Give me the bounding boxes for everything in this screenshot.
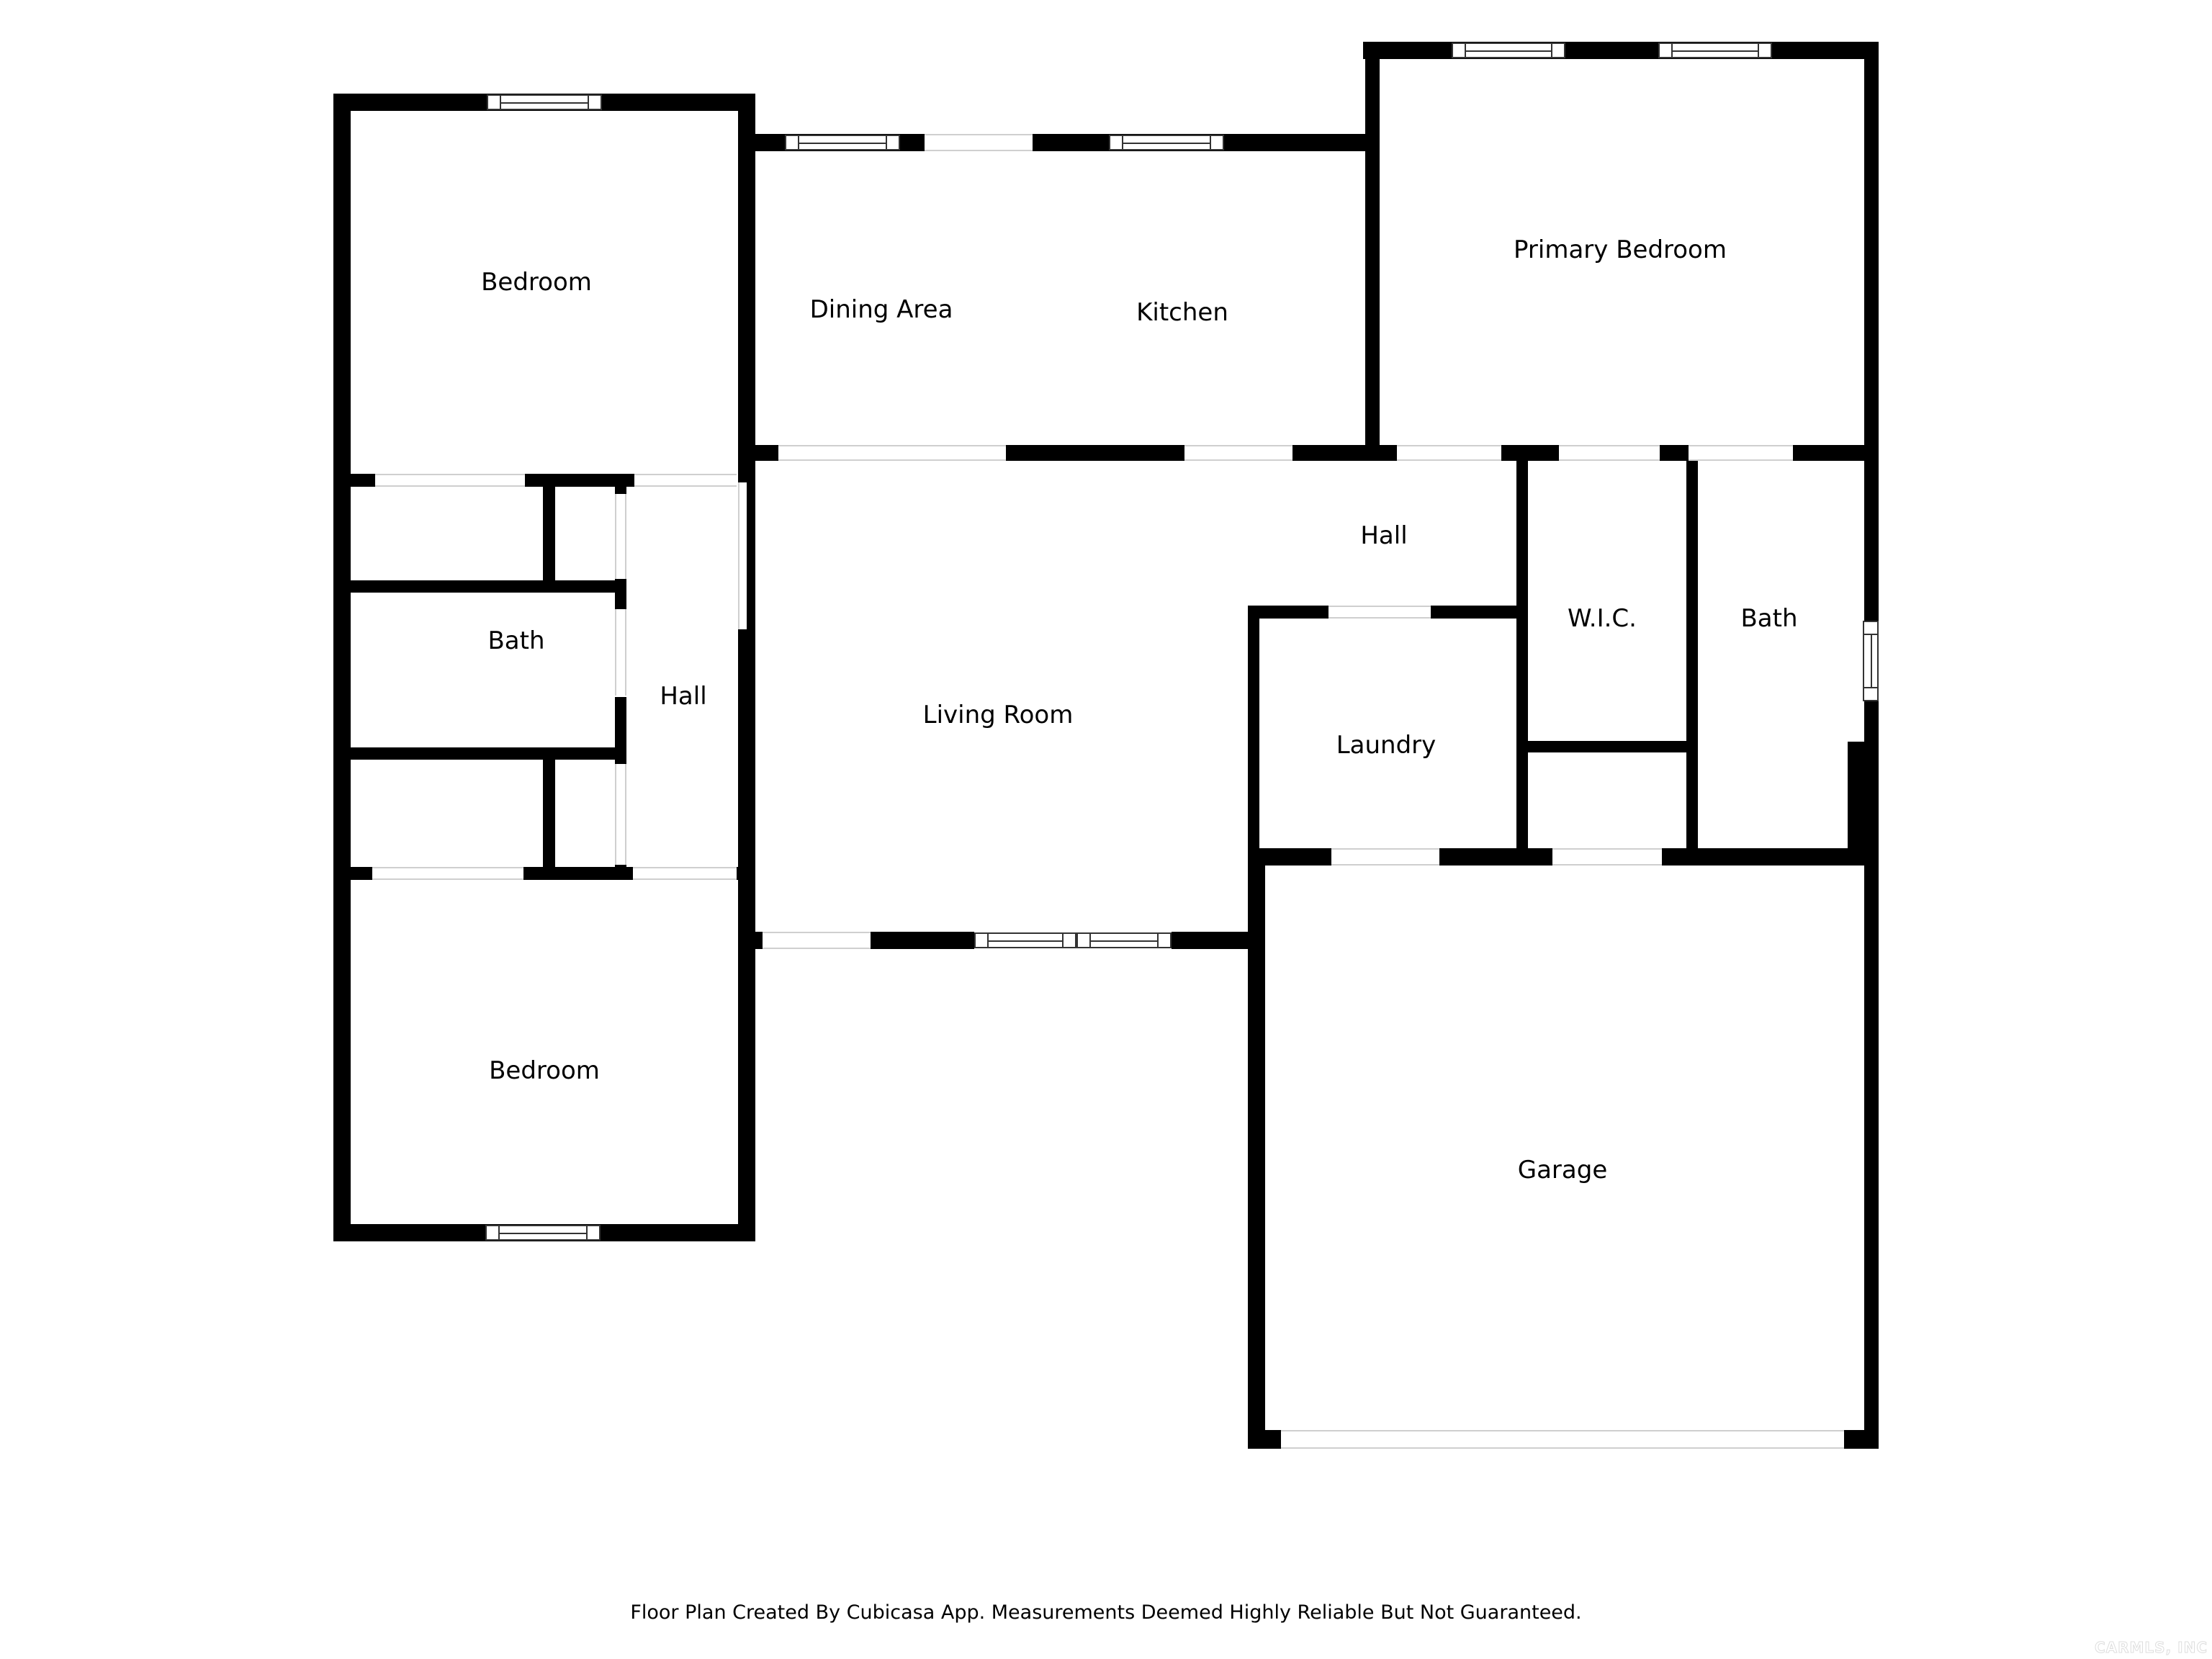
wall bbox=[1248, 606, 1328, 619]
wall bbox=[543, 474, 555, 585]
wall bbox=[525, 474, 634, 487]
room-label-hall: Hall bbox=[1360, 521, 1408, 550]
wall bbox=[333, 747, 626, 760]
sliding-door bbox=[974, 932, 1076, 948]
wall bbox=[543, 747, 555, 870]
wall bbox=[333, 867, 372, 880]
wall bbox=[1172, 932, 1255, 949]
wall bbox=[1292, 445, 1397, 461]
wall bbox=[1248, 848, 1265, 1449]
wall bbox=[1439, 848, 1552, 866]
doorway bbox=[634, 474, 737, 487]
wall bbox=[1516, 461, 1528, 857]
wall bbox=[1248, 1430, 1281, 1449]
window bbox=[1109, 135, 1224, 150]
doorway bbox=[1397, 445, 1501, 461]
room-label-laundry: Laundry bbox=[1336, 731, 1437, 760]
wall bbox=[1793, 445, 1879, 461]
garage-door bbox=[1281, 1430, 1844, 1449]
doorway bbox=[1328, 606, 1431, 619]
room-label-dining-area: Dining Area bbox=[809, 295, 953, 324]
wall bbox=[1431, 606, 1521, 619]
opening bbox=[1184, 445, 1292, 461]
wall bbox=[1686, 461, 1698, 857]
window bbox=[1863, 621, 1879, 701]
doorway bbox=[633, 867, 737, 880]
room-label-hall: Hall bbox=[660, 682, 707, 711]
wall bbox=[1363, 42, 1879, 59]
watermark: CARMLS, INC bbox=[2094, 1639, 2208, 1657]
room-label-wic: W.I.C. bbox=[1568, 604, 1637, 633]
doorway bbox=[763, 932, 871, 949]
wall bbox=[333, 474, 375, 487]
doorway bbox=[1689, 445, 1793, 461]
closet-opening bbox=[375, 474, 525, 487]
wall bbox=[1662, 848, 1879, 866]
room-label-bedroom: Bedroom bbox=[481, 268, 592, 297]
wall bbox=[1006, 445, 1184, 461]
window bbox=[487, 94, 602, 110]
closet-door bbox=[615, 764, 626, 865]
wall bbox=[615, 579, 626, 609]
room-label-living-room: Living Room bbox=[922, 701, 1074, 729]
wall bbox=[615, 697, 626, 764]
wall bbox=[523, 867, 633, 880]
doorway bbox=[1559, 445, 1660, 461]
window bbox=[485, 1225, 601, 1241]
wall bbox=[747, 445, 778, 461]
wall bbox=[1844, 1430, 1879, 1449]
room-label-primary-bedroom: Primary Bedroom bbox=[1514, 235, 1727, 264]
room-label-kitchen: Kitchen bbox=[1136, 298, 1228, 327]
closet-door bbox=[615, 494, 626, 579]
window bbox=[1658, 42, 1772, 58]
wall bbox=[333, 580, 626, 593]
doorway bbox=[1331, 848, 1439, 866]
wall bbox=[1660, 445, 1689, 461]
wall bbox=[615, 487, 626, 494]
wall bbox=[1365, 42, 1380, 454]
opening bbox=[925, 134, 1033, 151]
wall bbox=[1501, 445, 1559, 461]
disclaimer-text: Floor Plan Created By Cubicasa App. Meas… bbox=[630, 1601, 1582, 1624]
wall bbox=[333, 94, 351, 1241]
wall bbox=[1516, 741, 1698, 752]
wall bbox=[747, 461, 755, 950]
room-label-bath: Bath bbox=[1740, 604, 1798, 633]
sliding-door bbox=[1076, 932, 1172, 948]
wall bbox=[747, 134, 755, 472]
wall bbox=[871, 932, 974, 949]
wall bbox=[747, 932, 763, 949]
room-label-garage: Garage bbox=[1517, 1156, 1608, 1184]
window bbox=[1452, 42, 1565, 58]
bath-door bbox=[615, 609, 626, 696]
room-label-bedroom: Bedroom bbox=[489, 1056, 600, 1085]
window bbox=[785, 135, 900, 150]
wall bbox=[1848, 742, 1879, 857]
room-label-bath: Bath bbox=[487, 626, 545, 655]
opening bbox=[778, 445, 1006, 461]
closet-opening bbox=[372, 867, 523, 880]
doorway bbox=[1552, 848, 1662, 866]
